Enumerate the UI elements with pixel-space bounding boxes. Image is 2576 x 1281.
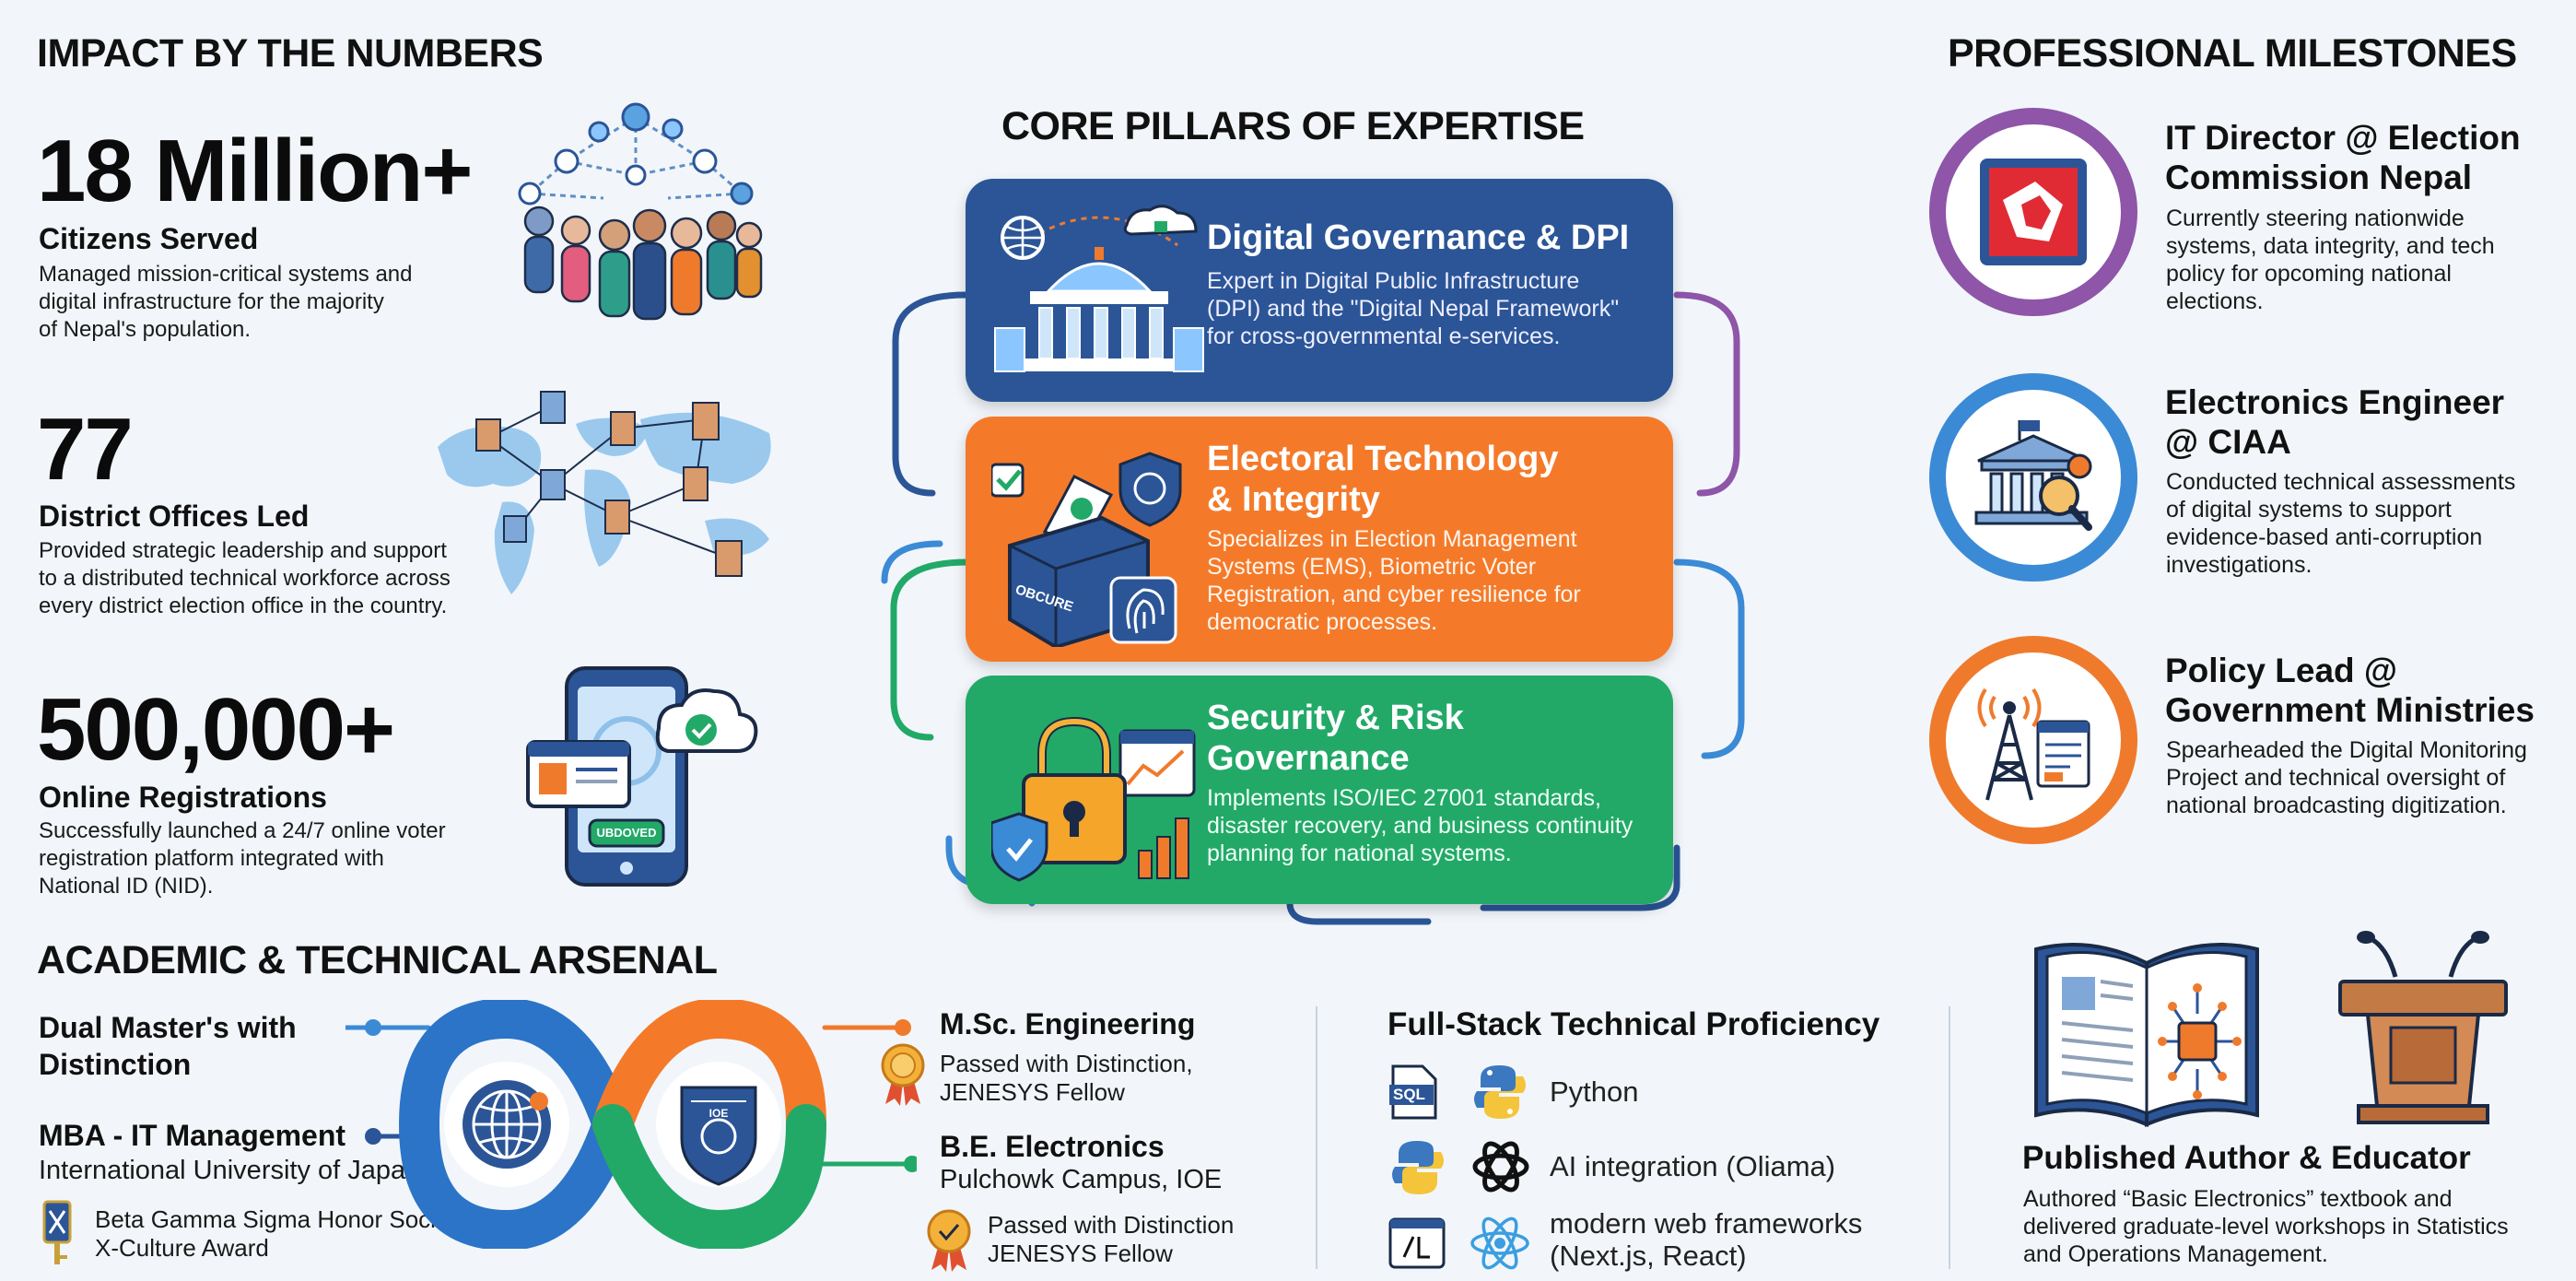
mba-title: MBA - IT Management	[39, 1119, 346, 1152]
msc-award-medal-icon	[881, 1043, 925, 1106]
nextjs-icon	[1388, 1217, 1446, 1269]
skill-ai-label: AI integration (Oliama)	[1550, 1150, 1836, 1182]
author-title: Published Author & Educator	[2022, 1140, 2471, 1176]
milestone-2-title: Electronics Engineer@ CIAA	[2165, 383, 2505, 461]
stat-districts-number: 77	[37, 400, 134, 499]
msc-desc: Passed with Distinction,JENESYS Fellow	[940, 1050, 1193, 1106]
stat-districts-desc: Provided strategic leadership and suppor…	[39, 538, 451, 618]
divider-right	[1949, 1006, 1950, 1269]
milestone-3-title: Policy Lead @Government Ministries	[2165, 652, 2535, 729]
milestone-2-ring	[1929, 373, 2137, 582]
world-map-offices-icon	[438, 391, 771, 594]
honor-society-key-icon	[42, 1200, 72, 1264]
phone-registration-icon: UBDOVED	[521, 664, 760, 894]
milestone-1-ring	[1929, 108, 2137, 316]
sql-label: SQL	[1393, 1086, 1425, 1103]
react-icon	[1470, 1216, 1529, 1270]
pillar-connectors	[881, 291, 1745, 925]
be-title: B.E. Electronics	[940, 1130, 1165, 1163]
people-network-icon	[518, 102, 763, 321]
mba-school: International University of Japan	[39, 1156, 421, 1185]
academic-heading: ACADEMIC & TECHNICAL ARSENAL	[37, 938, 718, 982]
bank-magnifier-icon	[1974, 420, 2092, 531]
academic-infinity-loop	[345, 1000, 917, 1249]
pillar-2-title: Electoral Technology& Integrity	[1207, 440, 1559, 519]
approved-badge: UBDOVED	[596, 826, 657, 840]
skills-heading: Full-Stack Technical Proficiency	[1388, 1006, 1880, 1042]
stat-registrations-number: 500,000+	[37, 680, 395, 779]
divider-left	[1316, 1006, 1317, 1269]
ballot-box-icon: OBCURE	[991, 444, 1203, 647]
openai-icon	[1472, 1141, 1529, 1193]
open-book-circuit-icon	[2034, 943, 2259, 1127]
stat-citizens-number: 18 Million+	[37, 122, 473, 220]
impact-heading: IMPACT BY THE NUMBERS	[37, 31, 544, 76]
be-school: Pulchowk Campus, IOE	[940, 1165, 1223, 1194]
msc-title: M.Sc. Engineering	[940, 1007, 1196, 1040]
python-icon	[1392, 1141, 1444, 1194]
pillar-3-desc: Implements ISO/IEC 27001 standards,disas…	[1207, 785, 1633, 866]
stat-citizens-label: Citizens Served	[39, 222, 259, 255]
author-desc: Authored “Basic Electronics” textbook an…	[2023, 1186, 2509, 1267]
sql-file-icon: SQL	[1388, 1064, 1439, 1120]
broadcast-tower-icon	[1977, 688, 2090, 801]
government-building-icon	[994, 205, 1204, 372]
be-award-medal-icon	[927, 1209, 971, 1272]
padlock-shield-icon	[991, 716, 1196, 882]
stat-registrations-desc: Successfully launched a 24/7 online vote…	[39, 818, 446, 899]
skill-web-label: modern web frameworks(Next.js, React)	[1550, 1207, 1863, 1272]
pillars-heading: CORE PILLARS OF EXPERTISE	[1001, 104, 1585, 148]
pillar-1-title: Digital Governance & DPI	[1207, 218, 1630, 257]
pillar-1-desc: Expert in Digital Public Infrastructure(…	[1207, 268, 1620, 349]
stat-districts-label: District Offices Led	[39, 499, 310, 533]
milestones-heading: PROFESSIONAL MILESTONES	[1948, 31, 2517, 76]
pillar-digital-governance: Digital Governance & DPI Expert in Digit…	[966, 179, 1673, 402]
stat-registrations-label: Online Registrations	[39, 781, 327, 814]
podium-microphone-icon	[2338, 931, 2508, 1124]
ioe-emblem-text: IOE	[708, 1107, 729, 1120]
python-icon	[1474, 1065, 1526, 1119]
pillar-electoral-technology: OBCURE Electoral Technology& Integrity S…	[966, 417, 1673, 662]
election-commission-logo-icon	[1980, 159, 2087, 265]
milestone-3-ring	[1929, 636, 2137, 844]
skill-python-label: Python	[1550, 1075, 1639, 1108]
